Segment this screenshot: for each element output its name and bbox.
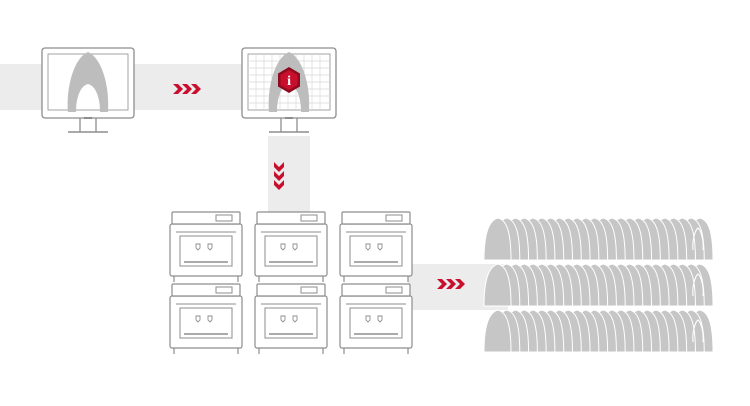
printer-icon xyxy=(169,211,243,283)
printer-icon xyxy=(254,211,328,283)
arch-outline-icon xyxy=(692,227,704,251)
model-stack xyxy=(483,309,714,353)
dental-model-icon xyxy=(483,263,512,307)
model-stack xyxy=(483,263,714,307)
output-model-stacks xyxy=(483,217,714,353)
hexagon-info-badge-icon: i xyxy=(278,67,300,93)
flow-band-vertical xyxy=(268,136,310,218)
badge-letter: i xyxy=(287,74,291,89)
dental-model-icon xyxy=(483,217,512,261)
design-monitor-icon: i xyxy=(241,47,337,133)
printer-icon xyxy=(339,211,413,283)
arch-outline-icon xyxy=(692,319,704,343)
printer-grid xyxy=(169,211,413,355)
dental-model-icon xyxy=(483,309,512,353)
arch-outline-icon xyxy=(692,273,704,297)
scan-monitor-icon xyxy=(41,47,135,133)
model-stack xyxy=(483,217,714,261)
printer-icon xyxy=(339,283,413,355)
printer-icon xyxy=(169,283,243,355)
printer-icon xyxy=(254,283,328,355)
